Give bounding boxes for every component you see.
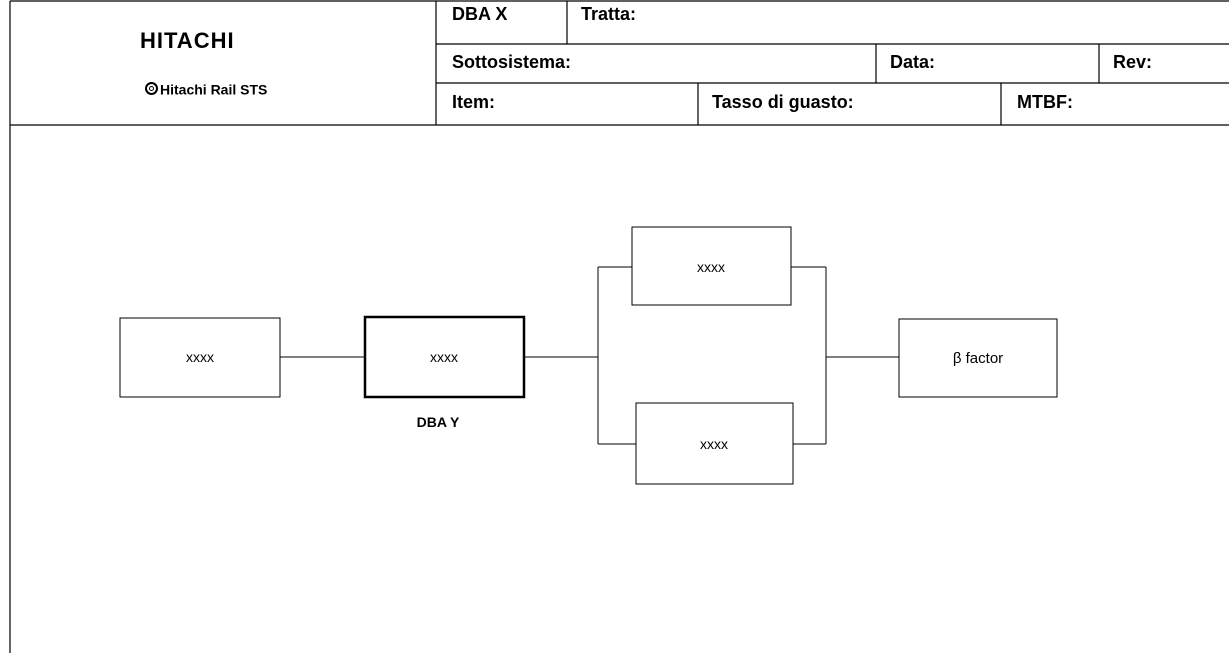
block-dba-y-label: xxxx (430, 349, 458, 365)
data-label: Data: (890, 52, 936, 72)
block-parallel-top (631, 226, 792, 306)
connector-lines (280, 266, 899, 445)
sottosistema-label: Sottosistema: (452, 52, 572, 72)
item-label: Item: (452, 92, 496, 112)
block-parallel-bottom (635, 402, 794, 485)
mtbf-label: MTBF: (1017, 92, 1073, 112)
company-name: Hitachi Rail STS (145, 80, 267, 97)
block-input (119, 317, 281, 398)
block-parallel-top-label: xxxx (697, 259, 725, 275)
block-input-label: xxxx (186, 349, 214, 365)
block-beta-factor (898, 318, 1058, 398)
block-parallel-bottom-label: xxxx (700, 436, 728, 452)
hitachi-seal-icon (145, 82, 158, 95)
block-beta-factor-label: β factor (953, 350, 1003, 367)
block-dba-y (363, 315, 526, 399)
tasso-label: Tasso di guasto: (712, 92, 854, 112)
company-name-text: Hitachi Rail STS (160, 81, 268, 98)
hitachi-logo: HITACHI (140, 28, 235, 53)
dba-y-caption: DBA Y (417, 414, 460, 430)
tratta-label: Tratta: (581, 4, 637, 24)
rev-label: Rev: (1113, 52, 1153, 72)
dba-label: DBA X (452, 4, 508, 24)
